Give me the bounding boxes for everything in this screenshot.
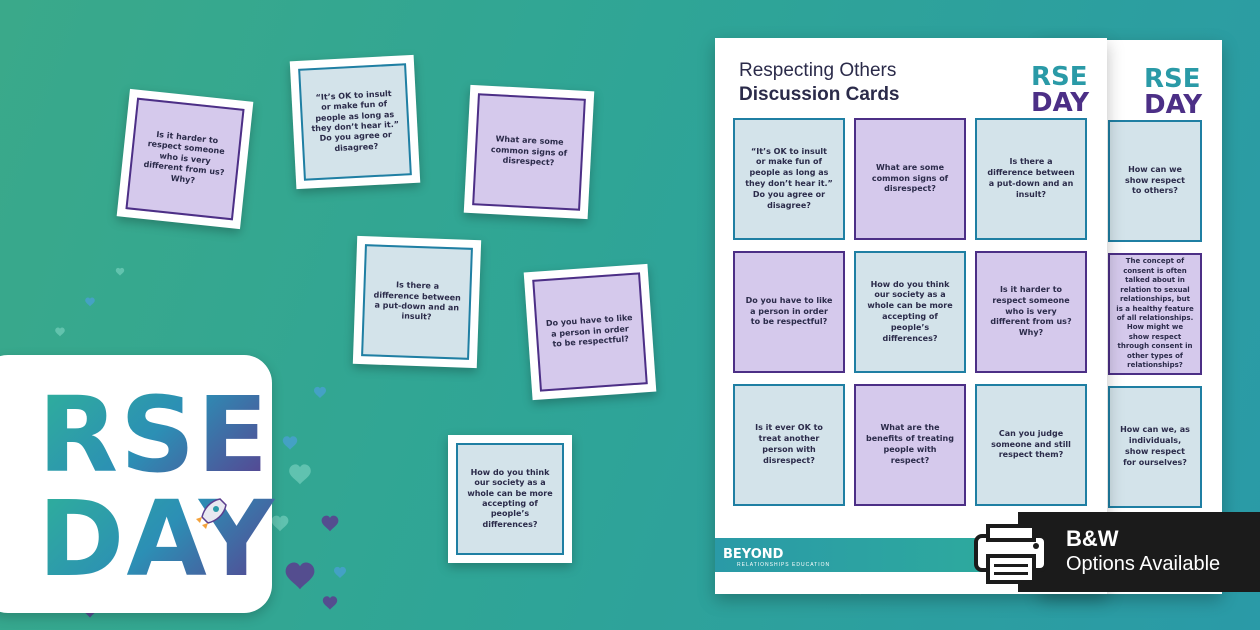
discussion-card: Do you have to like a person in order to… [523,263,657,401]
banner-line-1: B&W [1066,526,1119,551]
card-text: What are some common signs of disrespect… [472,93,586,211]
footer-brand: BEYOND [723,547,784,562]
badge-line-2: DAY [38,478,277,600]
card-grid: “It’s OK to insult or make fun of people… [733,118,1087,506]
rse-day-logo: RSE DAY [1144,66,1202,118]
rocket-icon [196,498,227,529]
worksheet-subtitle: Discussion Cards [739,84,900,105]
worksheet-page-front: Respecting Others Discussion Cards RSE D… [715,38,1107,594]
grid-card: Do you have to like a person in order to… [733,251,845,373]
card-text: How do you think our society as a whole … [456,443,564,555]
grid-card: Can you judge someone and still respect … [975,384,1087,506]
discussion-card: How do you think our society as a whole … [448,435,572,563]
grid-card: How can we, as individuals, show respect… [1108,386,1202,508]
logo-line-1: RSE [1144,64,1201,94]
grid-card: How can we show respect to others? [1108,120,1202,242]
worksheet-page-back: RSE DAY How can we show respect to other… [1040,40,1222,594]
card-text: Is it harder to respect someone who is v… [125,97,245,221]
discussion-card: What are some common signs of disrespect… [463,84,595,220]
printer-icon [974,524,1048,584]
grid-card: The concept of consent is often talked a… [1108,253,1202,375]
badge-line-1: RSE [38,374,271,496]
grid-card: How do you think our society as a whole … [854,251,966,373]
card-grid: How can we show respect to others? The c… [1108,120,1202,508]
footer-subtitle: RELATIONSHIPS EDUCATION [737,562,831,568]
banner-line-2: Options Available [1066,553,1221,575]
card-text: “It’s OK to insult or make fun of people… [298,63,412,181]
grid-card: Is it harder to respect someone who is v… [975,251,1087,373]
discussion-card: Is there a difference between a put-down… [352,235,482,369]
worksheet-title: Respecting Others [739,60,897,81]
rse-day-logo: RSE DAY [1031,64,1089,116]
grid-card: What are the benefits of treating people… [854,384,966,506]
grid-card: What are some common signs of disrespect… [854,118,966,240]
card-text: Is there a difference between a put-down… [361,244,473,360]
logo-line-2: DAY [1144,90,1203,120]
grid-card: Is it ever OK to treat another person wi… [733,384,845,506]
grid-card: “It’s OK to insult or make fun of people… [733,118,845,240]
card-text: Do you have to like a person in order to… [532,272,648,392]
grid-card: Is there a difference between a put-down… [975,118,1087,240]
discussion-card: Is it harder to respect someone who is v… [116,88,254,230]
discussion-card: “It’s OK to insult or make fun of people… [289,54,421,190]
logo-line-2: DAY [1031,88,1090,118]
rse-day-badge: RSE DAY [0,355,274,613]
bw-options-banner: B&W Options Available [1018,512,1260,592]
logo-line-1: RSE [1031,62,1088,92]
